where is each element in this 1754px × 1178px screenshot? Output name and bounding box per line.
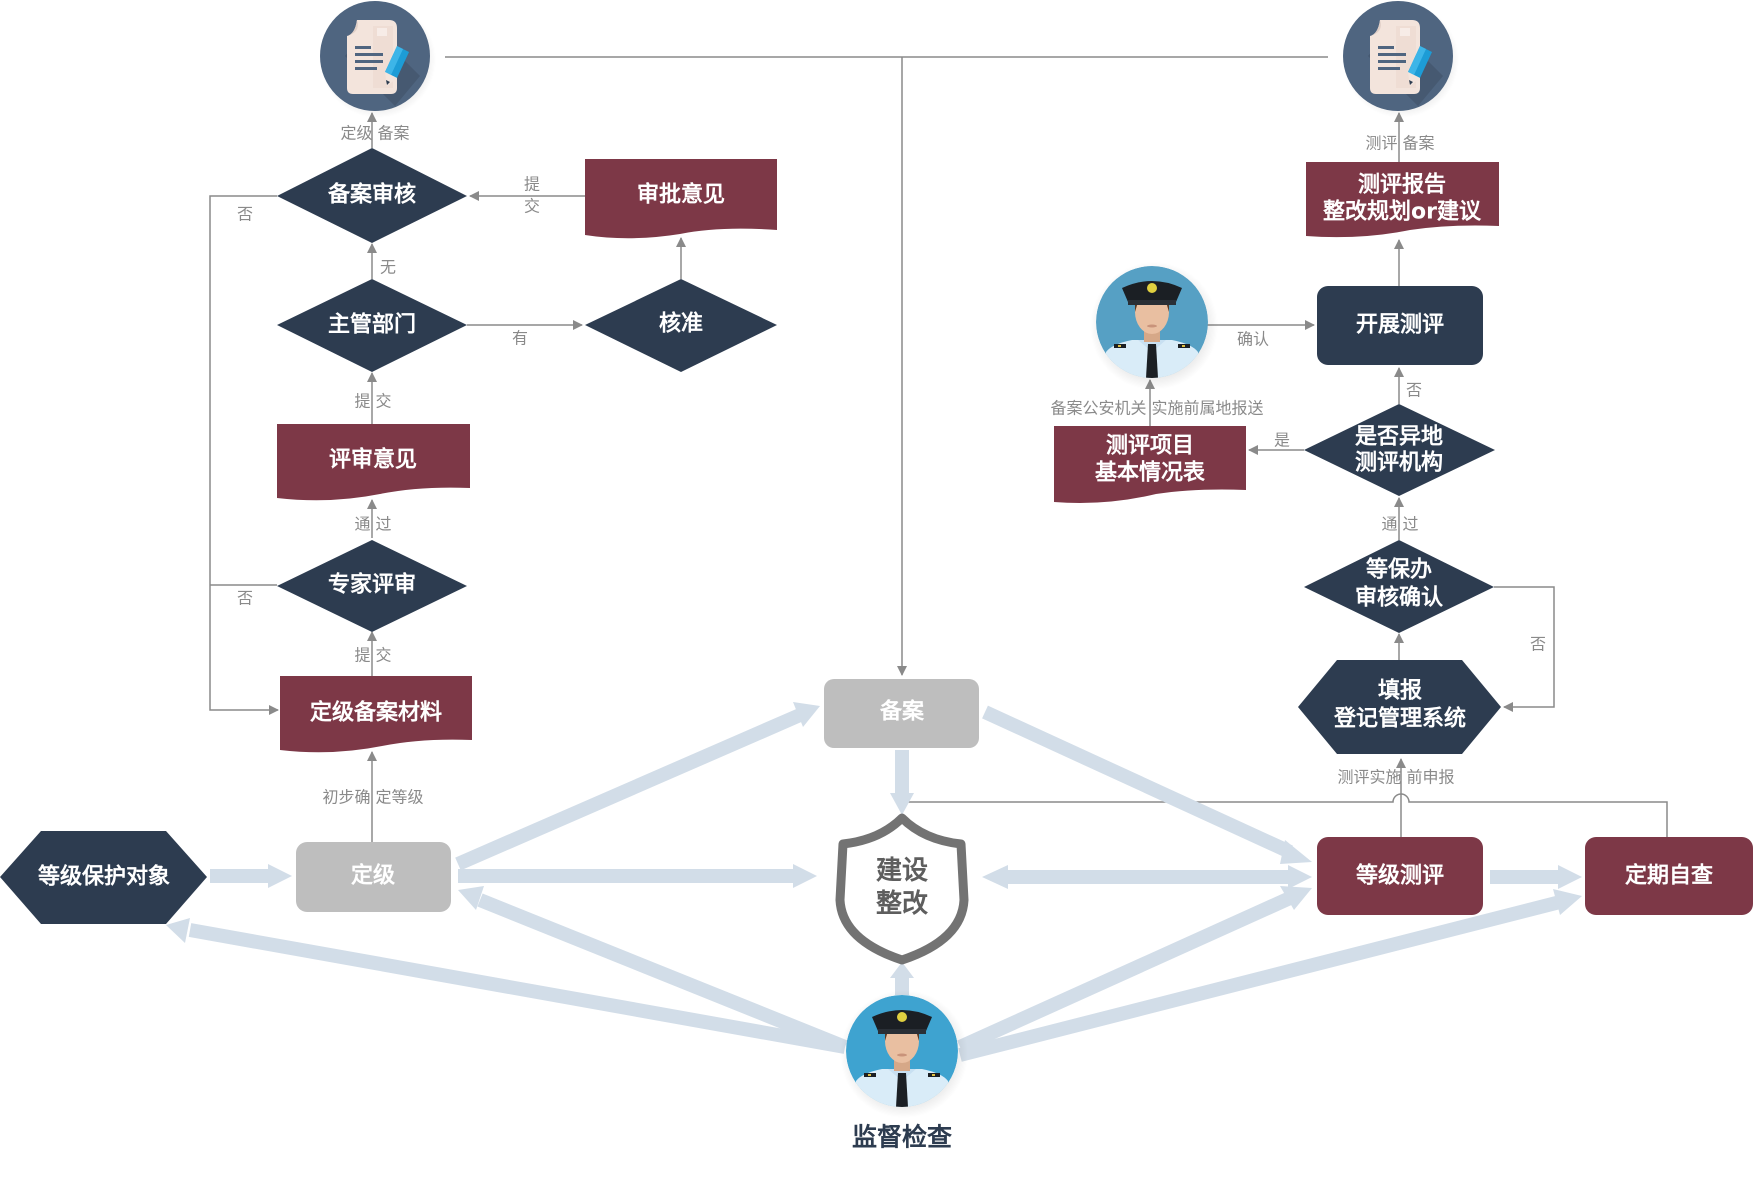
node-dingji-cailiao[interactable]: 定级备案材料	[280, 676, 472, 753]
edge-label: 初步确 定等级	[322, 788, 423, 807]
node-jianshe-zhenggai[interactable]: 建设 整改	[835, 813, 969, 965]
edge-label: 确认	[1237, 330, 1269, 349]
node-label-line1: 是否异地	[1355, 425, 1443, 450]
edge-label: 通 过	[1381, 515, 1418, 534]
node-yidi[interactable]: 是否异地 测评机构	[1304, 404, 1495, 496]
flow-arrows	[166, 702, 1582, 1062]
node-label: 等级测评	[1356, 863, 1444, 889]
flow-jiandu-to-duixiang	[188, 923, 847, 1054]
edge-label: 否	[1530, 635, 1546, 654]
node-label: 备案	[879, 699, 925, 725]
node-report[interactable]: 测评报告 整改规划or建议	[1306, 162, 1499, 238]
node-pingshen-yijian[interactable]: 评审意见	[277, 424, 470, 501]
edge-label: 提 交	[354, 646, 391, 665]
node-kaizhan-ceping[interactable]: 开展测评	[1317, 286, 1483, 365]
node-jiandu-jiancha[interactable]: 监督检查	[840, 990, 968, 1152]
flow-jiandu-to-dingji	[477, 893, 848, 1054]
edge-label: 测评实施 前申报	[1337, 768, 1454, 787]
node-label-line2: 审核确认	[1355, 585, 1443, 611]
node-baohu-duixiang[interactable]: 等级保护对象	[0, 831, 207, 924]
flow-beian-to-ceping	[982, 705, 1293, 859]
node-xiangmu-biao[interactable]: 测评项目 基本情况表	[1054, 426, 1246, 503]
node-label-line1: 测评报告	[1358, 173, 1446, 198]
node-label-line2: 测评机构	[1355, 450, 1443, 476]
node-label-line2: 整改	[876, 888, 928, 919]
edge-label: 交	[524, 197, 540, 216]
flow-dingji-to-beian	[455, 708, 803, 871]
flow-jiandu-to-ceping	[957, 891, 1293, 1054]
edge-label: 否	[1406, 381, 1422, 400]
node-tianbao[interactable]: 填报 登记管理系统	[1298, 660, 1501, 754]
node-shenpi-yijian[interactable]: 审批意见	[585, 159, 777, 239]
node-label: 定级备案材料	[310, 700, 442, 726]
doc-left	[320, 1, 436, 118]
node-label-line1: 建设	[876, 856, 928, 886]
flow-jiandu-to-zicha	[958, 895, 1562, 1062]
edge-label: 定级 备案	[340, 124, 409, 143]
edge-label: 备案公安机关 实施前属地报送	[1050, 399, 1263, 418]
node-label: 备案审核	[327, 182, 416, 208]
node-zhuanjia-pingshen[interactable]: 专家评审	[277, 540, 467, 632]
shield-icon	[835, 813, 969, 965]
edge-label: 有	[512, 329, 528, 348]
document-edit-icon	[320, 1, 430, 111]
node-label: 审批意见	[637, 182, 725, 208]
doc-right	[1343, 1, 1459, 118]
node-dengbaoban[interactable]: 等保办 审核确认	[1304, 540, 1494, 633]
edge-label: 否	[237, 589, 253, 608]
node-label-line2: 基本情况表	[1095, 460, 1206, 486]
edge-label: 是	[1274, 431, 1290, 450]
node-label-line2: 登记管理系统	[1333, 706, 1466, 732]
edge-label: 测评 备案	[1365, 134, 1434, 153]
connector-zicha-to-shield	[902, 793, 1668, 837]
edge-labels: 定级 备案 提 交 否 无 有 提 交 通 过 否 提 交 初步确 定等级 测评…	[237, 124, 1546, 807]
connector-dengbao-reject	[1494, 586, 1555, 712]
node-label: 定级	[351, 863, 395, 889]
node-beian[interactable]: 备案	[824, 679, 979, 748]
node-beian-shenhe[interactable]: 备案审核	[277, 148, 467, 243]
node-dingji[interactable]: 定级	[296, 842, 451, 912]
node-zhuguan-bumen[interactable]: 主管部门	[277, 279, 467, 372]
node-label: 主管部门	[328, 312, 416, 338]
document-edit-icon	[1343, 1, 1453, 111]
actor-label: 监督检查	[852, 1123, 952, 1152]
edge-label: 提 交	[354, 392, 391, 411]
edge-label: 否	[237, 205, 253, 224]
node-label: 开展测评	[1356, 313, 1444, 338]
node-dengji-ceping[interactable]: 等级测评	[1317, 837, 1483, 915]
edge-label: 无	[380, 258, 396, 277]
node-label-line1: 等保办	[1366, 557, 1432, 583]
connectors	[209, 56, 1668, 842]
node-label-line1: 填报	[1378, 679, 1422, 704]
node-label: 等级保护对象	[38, 864, 170, 890]
node-label: 评审意见	[329, 447, 417, 473]
connector-shenhe-reject	[209, 195, 279, 715]
node-label: 核准	[659, 311, 703, 337]
node-label: 定期自查	[1625, 863, 1713, 889]
edge-label: 提	[524, 175, 540, 194]
node-label-line1: 测评项目	[1106, 434, 1194, 459]
node-hezhun[interactable]: 核准	[585, 279, 777, 372]
node-dingqi-zicha[interactable]: 定期自查	[1585, 837, 1753, 915]
node-label-line2: 整改规划or建议	[1323, 199, 1482, 225]
node-officer2[interactable]	[1090, 262, 1218, 390]
node-label: 专家评审	[328, 572, 416, 598]
edge-label: 通 过	[354, 515, 391, 534]
